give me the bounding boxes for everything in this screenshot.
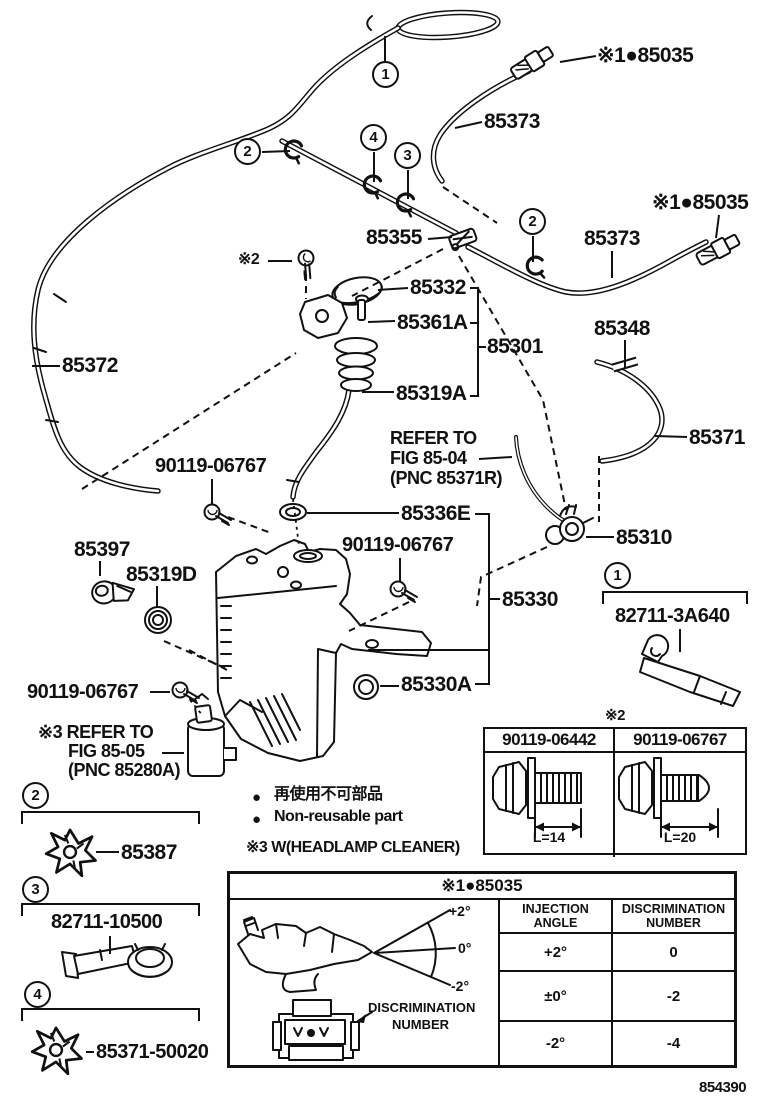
legend-note-headlamp-cleaner: ※3 W(HEADLAMP CLEANER) xyxy=(246,839,460,856)
inlet-assembly-art xyxy=(299,276,383,392)
part-label-85330A: 85330A xyxy=(401,673,472,696)
leader-lines xyxy=(21,36,748,1053)
figure-code: 854390 xyxy=(699,1079,747,1096)
angle-label-zero: 0° xyxy=(458,940,472,956)
part-label-85330: 85330 xyxy=(502,588,558,611)
part-label-85387: 85387 xyxy=(121,841,177,864)
part-label-90119-06767-mid: 90119-06767 xyxy=(342,534,454,556)
part-label-85373-top: 85373 xyxy=(484,110,540,133)
part-label-85373-right: 85373 xyxy=(584,227,640,250)
bolt-length-l14: L=14 xyxy=(532,829,566,845)
part-label-85301: 85301 xyxy=(487,335,543,358)
ref-fig-85-04-line1: REFER TO xyxy=(390,428,477,448)
row1-angle: +2° xyxy=(500,934,613,972)
header-number: NUMBER xyxy=(646,916,701,930)
washer-jar-art xyxy=(215,539,432,762)
small-parts-art xyxy=(30,42,743,1076)
ref-fig-85-05-line1: ※3 REFER TO xyxy=(38,722,154,742)
callout-2-legend: 2 xyxy=(22,782,49,809)
injection-data-grid: INJECTION ANGLE DISCRIMINATION NUMBER +2… xyxy=(498,900,734,1065)
part-label-82711-10500: 82711-10500 xyxy=(51,911,163,933)
non-reusable-bullet-icon: ● xyxy=(252,789,262,806)
row3-number: -4 xyxy=(666,1035,681,1052)
row1-number: 0 xyxy=(613,934,734,972)
part-label-85371-50020: 85371-50020 xyxy=(96,1041,209,1063)
header-angle: ANGLE xyxy=(533,916,578,930)
legend-jp: 再使用不可部品 xyxy=(274,786,383,803)
non-reusable-bullet-icon: ● xyxy=(252,811,262,828)
bolt-length-l20: L=20 xyxy=(663,829,697,845)
callout-4-clip: 4 xyxy=(360,124,387,151)
bolt-cell-l20: L=20 xyxy=(615,753,745,857)
bolt-l14-art xyxy=(492,757,582,838)
ref-fig-85-05-line2: FIG 85-05 xyxy=(68,741,145,761)
angle-label-minus2: -2° xyxy=(451,978,470,994)
bolt-cell-l14: L=14 xyxy=(485,753,615,857)
part-label-85310: 85310 xyxy=(616,526,672,549)
part-label-82711-3A640: 82711-3A640 xyxy=(615,605,730,627)
injection-table-title: ※1●85035 xyxy=(230,874,734,900)
part-label-85319D: 85319D xyxy=(126,563,197,586)
ref-fig-85-04-line2: FIG 85-04 xyxy=(390,448,467,468)
bolt-table-marker: ※2 xyxy=(605,707,625,724)
nozzle-figure-cell: +2° 0° -2° DISCRIMINATION NUMBER xyxy=(230,900,498,1065)
marker-2-bolt: ※2 xyxy=(238,251,260,268)
row3-angle: -2° xyxy=(500,1022,613,1065)
part-label-85371: 85371 xyxy=(689,426,745,449)
discrimination-pointer-line2: NUMBER xyxy=(392,1017,450,1032)
angle-label-plus2: +2° xyxy=(449,903,471,919)
part-label-85361A: 85361A xyxy=(397,311,468,334)
callout-2-clip-right: 2 xyxy=(519,208,546,235)
washer-hose-art xyxy=(31,9,709,524)
header-discrimination: DISCRIMINATION xyxy=(621,902,726,916)
part-label-85397: 85397 xyxy=(74,538,130,561)
header-injection-angle: INJECTION ANGLE xyxy=(500,900,613,934)
ref-fig-85-05-line3: (PNC 85280A) xyxy=(68,760,181,780)
part-label-85355: 85355 xyxy=(366,226,422,249)
part-label-85035-right: ※1●85035 xyxy=(652,191,749,214)
header-injection: INJECTION xyxy=(522,902,589,916)
part-label-90119-06767-top: 90119-06767 xyxy=(155,455,267,477)
part-label-85332: 85332 xyxy=(410,276,466,299)
nozzle-figure-art xyxy=(237,909,456,1061)
row2-number: -2 xyxy=(613,972,734,1022)
legend-en: Non-reusable part xyxy=(274,808,403,825)
row2-angle: ±0° xyxy=(500,972,613,1022)
callout-3-clip: 3 xyxy=(394,142,421,169)
header-discrimination-number: DISCRIMINATION NUMBER xyxy=(613,900,734,934)
bolt-col-90119-06767: 90119-06767 xyxy=(615,729,745,753)
callout-1-bracket: 1 xyxy=(604,562,631,589)
bolt-size-table: 90119-06442 90119-06767 L=14 xyxy=(483,727,747,857)
injection-angle-table: ※1●85035 +2° 0° -2° xyxy=(227,871,737,1068)
bolt-l20-art xyxy=(618,757,719,838)
part-label-85035-top: ※1●85035 xyxy=(597,44,694,67)
dashed-guide-lines xyxy=(81,186,600,717)
part-label-85372: 85372 xyxy=(62,354,118,377)
bolt-col-90119-06442: 90119-06442 xyxy=(485,729,615,753)
callout-4-legend: 4 xyxy=(24,981,51,1008)
discrimination-pointer-line1: DISCRIMINATION xyxy=(368,1000,476,1015)
callout-3-legend: 3 xyxy=(22,876,49,903)
callout-1-hose-top: 1 xyxy=(372,61,399,88)
part-label-90119-06767-bottom: 90119-06767 xyxy=(27,681,139,703)
part-label-85336E: 85336E xyxy=(401,502,471,525)
part-label-85348: 85348 xyxy=(594,317,650,340)
part-label-85319A: 85319A xyxy=(396,382,467,405)
ref-fig-85-04-line3: (PNC 85371R) xyxy=(390,468,503,488)
callout-2-clip-left: 2 xyxy=(234,138,261,165)
